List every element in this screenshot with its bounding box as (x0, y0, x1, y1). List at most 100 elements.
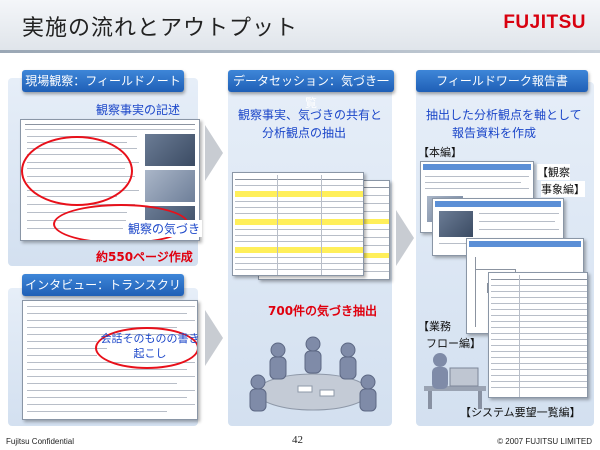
middle-description-line1: 観察事実、気づきの共有と (238, 108, 383, 122)
right-description-line1: 抽出した分析観点を軸として (426, 108, 582, 122)
doc-heading (435, 201, 561, 207)
label-main-report: 【本編】 (418, 146, 462, 159)
highlight-ring (95, 327, 197, 369)
fujitsu-logo: FUJITSU (503, 12, 586, 33)
slide-title: 実施の流れとアウトプット (22, 16, 299, 41)
doc-line (491, 375, 587, 376)
header-data-session: データセッション：気づき一覧 (228, 70, 394, 110)
doc-line (27, 348, 107, 349)
doc-line (425, 188, 529, 189)
title-underline (0, 50, 600, 53)
doc-line (479, 213, 559, 214)
photo (145, 134, 195, 166)
doc-line (27, 369, 187, 370)
doc-line (491, 357, 587, 358)
doc-line (491, 297, 587, 298)
doc-line (479, 229, 559, 230)
doc-line (491, 339, 587, 340)
photo (439, 211, 473, 237)
doc-heading (423, 164, 531, 170)
doc-line (27, 404, 195, 405)
field-notes-thumbnail (20, 119, 200, 241)
label-observation-line2: 事象編】 (541, 181, 585, 197)
worker-illustration (424, 353, 486, 409)
highlight-row (235, 247, 363, 253)
doc-line (27, 376, 195, 377)
field-notes-count: 約550ページ作成 (96, 250, 193, 264)
doc-line (235, 257, 363, 258)
flow-arrow (205, 310, 223, 366)
flow-arrow (396, 210, 414, 266)
label-system-requirements: 【システム要望一覧編】 (460, 406, 581, 419)
doc-line (27, 306, 195, 307)
highlight-row (235, 191, 363, 197)
doc-line (27, 341, 97, 342)
doc-line (25, 124, 195, 125)
doc-line (491, 333, 587, 334)
doc-line (235, 207, 363, 208)
doc-line (235, 241, 363, 242)
label-transcript: 会話そのものの書き起こし (100, 332, 200, 360)
doc-line (27, 383, 177, 384)
doc-line (277, 175, 278, 275)
doc-line (491, 369, 587, 370)
doc-line (27, 390, 195, 391)
doc-line (235, 213, 363, 214)
doc-line (27, 355, 97, 356)
flow-arrow (205, 125, 223, 181)
doc-line (491, 291, 587, 292)
doc-line (491, 285, 587, 286)
doc-line (491, 315, 587, 316)
doc-line (491, 279, 587, 280)
doc-line (491, 345, 587, 346)
doc-line (235, 269, 363, 270)
insights-count: 700件の気づき抽出 (268, 304, 378, 318)
doc-line (235, 201, 363, 202)
doc-line (27, 320, 195, 321)
doc-line (27, 397, 187, 398)
header-field-notes: 現場観察：フィールドノート (22, 70, 184, 92)
page-number: 42 (292, 434, 303, 446)
title-bar: 実施の流れとアウトプット FUJITSU (0, 0, 600, 52)
doc-line (475, 269, 515, 270)
doc-heading (469, 241, 581, 247)
doc-line (519, 275, 520, 397)
insights-table-thumbnail (232, 172, 364, 276)
footer-copyright: © 2007 FUJITSU LIMITED (497, 437, 592, 446)
report-thumbnail-system (488, 272, 588, 398)
label-observation-insights: 観察の気づき (126, 220, 203, 237)
right-description-line2: 報告資料を作成 (452, 126, 537, 140)
doc-line (25, 129, 195, 130)
label-flow-line1: 【業務 (418, 320, 451, 333)
doc-line (491, 363, 587, 364)
doc-line (425, 176, 529, 177)
photo (145, 170, 195, 202)
doc-line (491, 351, 587, 352)
doc-line (491, 381, 587, 382)
doc-line (235, 229, 363, 230)
label-flow-line2: フロー編】 (426, 337, 481, 350)
doc-line (491, 321, 587, 322)
meeting-illustration (249, 336, 377, 412)
doc-line (235, 179, 363, 180)
doc-line (27, 411, 167, 412)
doc-line (27, 327, 177, 328)
middle-description-line2: 分析観点の抽出 (262, 126, 347, 140)
doc-line (235, 185, 363, 186)
highlight-ring (21, 136, 133, 206)
doc-line (491, 309, 587, 310)
footer-confidential: Fujitsu Confidential (6, 437, 75, 446)
doc-line (479, 221, 555, 222)
doc-line (491, 327, 587, 328)
header-transcript: インタビュー：トランスクリプト (22, 274, 184, 314)
doc-line (235, 235, 363, 236)
doc-line (491, 303, 587, 304)
doc-line (235, 263, 363, 264)
label-observation-line1: 【観察 (537, 164, 570, 180)
highlight-row (235, 219, 363, 225)
header-report: フィールドワーク報告書 (416, 70, 588, 92)
doc-line (491, 387, 587, 388)
doc-line (27, 313, 187, 314)
transcript-thumbnail (22, 300, 198, 420)
